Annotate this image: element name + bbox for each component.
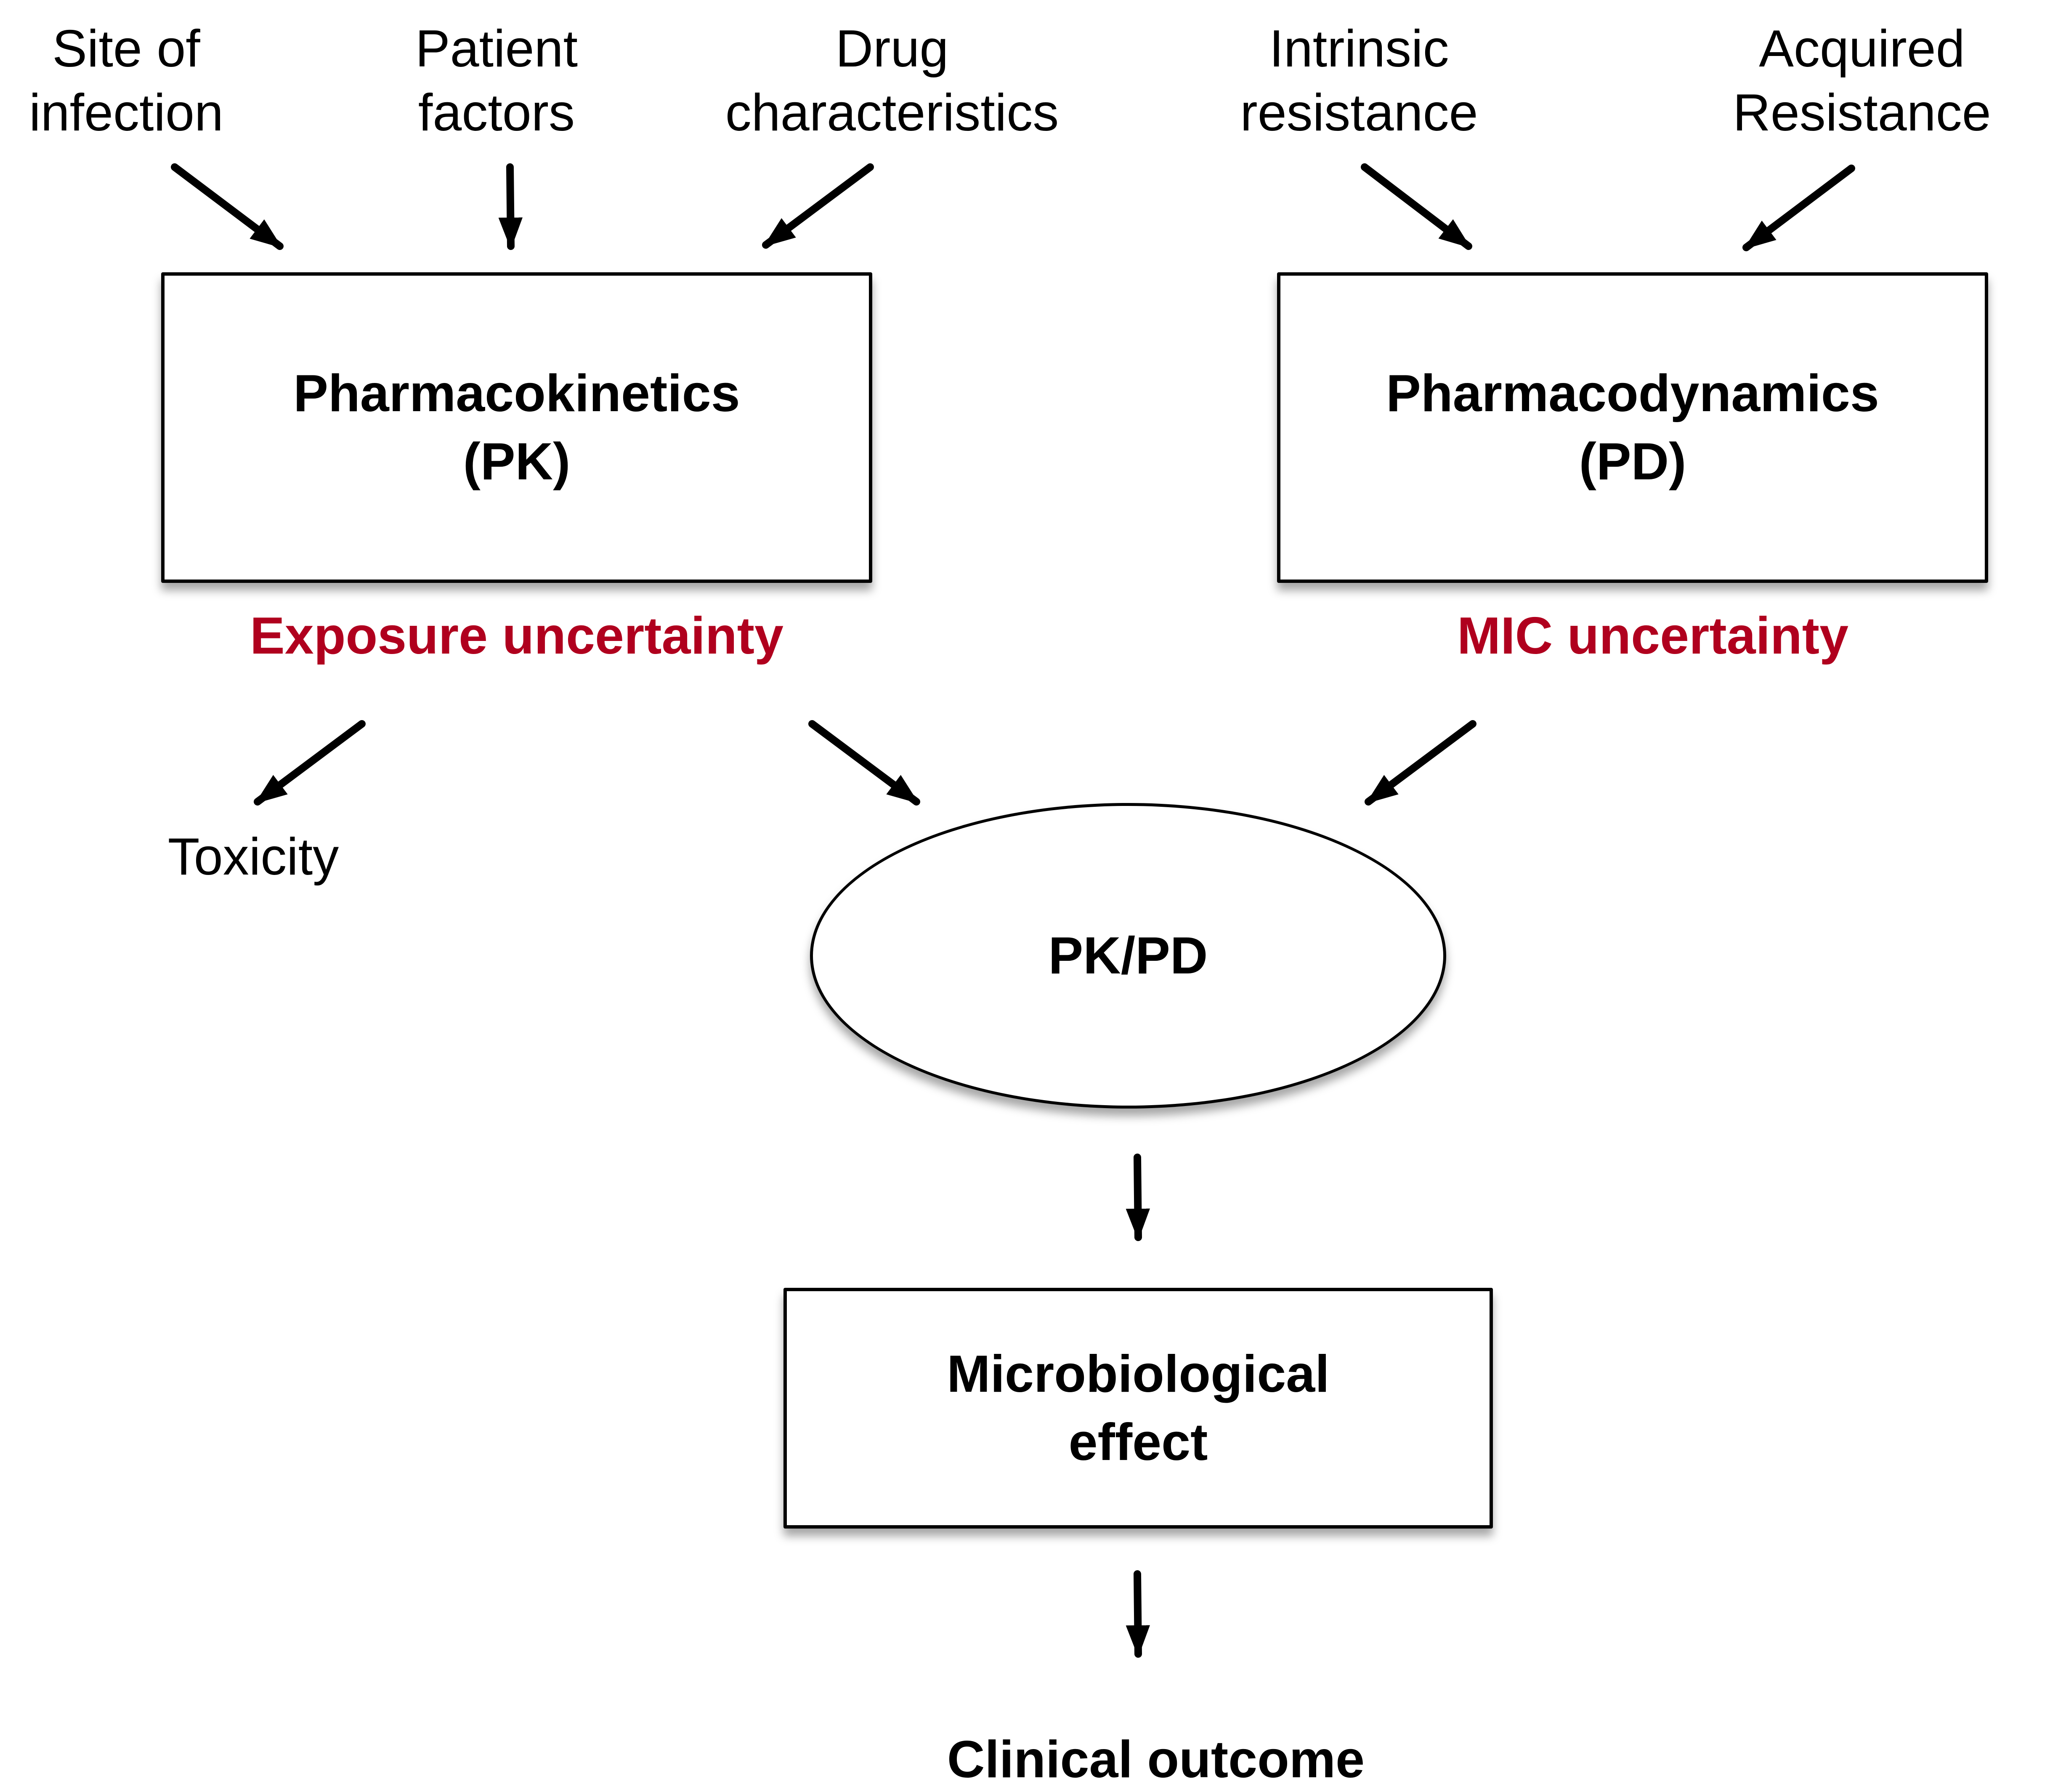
label-acquired-resistance: Acquired Resistance <box>1733 20 1991 142</box>
microbiological-effect-box: Microbiological effect <box>783 1288 1493 1529</box>
pharmacodynamics-box: Pharmacodynamics (PD) <box>1277 272 1988 583</box>
arrow-microbiological-to-outcome <box>1126 1570 1150 1658</box>
pharmacokinetics-box: Pharmacokinetics (PK) <box>161 272 872 583</box>
arrow-exposure-to-pkpd <box>808 720 920 806</box>
exposure-uncertainty-label: Exposure uncertainty <box>250 607 783 665</box>
arrow-site-to-pk <box>171 163 284 250</box>
clinical-outcome-label: Clinical outcome <box>947 1731 1365 1789</box>
arrow-drug-to-pk <box>762 163 874 249</box>
pharmacodynamics-label: Pharmacodynamics (PD) <box>1386 364 1879 491</box>
arrow-pkpd-to-microbiological <box>1126 1154 1150 1241</box>
label-intrinsic-resistance: Intrinsic resistance <box>1240 20 1478 142</box>
microbiological-effect-label: Microbiological effect <box>947 1345 1330 1471</box>
pharmacokinetics-label: Pharmacokinetics (PK) <box>293 364 740 491</box>
mic-uncertainty-label: MIC uncertainty <box>1457 607 1849 665</box>
arrow-acquired-to-pd <box>1742 165 1855 251</box>
arrow-mic-to-pkpd <box>1365 720 1476 806</box>
arrow-patient-to-pk <box>498 163 523 250</box>
label-drug-characteristics: Drug characteristics <box>725 20 1059 142</box>
pkpd-label: PK/PD <box>1048 927 1208 985</box>
toxicity-label: Toxicity <box>167 828 339 886</box>
arrow-exposure-to-toxicity <box>254 720 366 806</box>
pkpd-ellipse: PK/PD <box>810 803 1446 1109</box>
label-patient-factors: Patient factors <box>415 20 578 142</box>
arrow-intrinsic-to-pd <box>1361 163 1472 250</box>
label-site-of-infection: Site of infection <box>29 20 223 142</box>
